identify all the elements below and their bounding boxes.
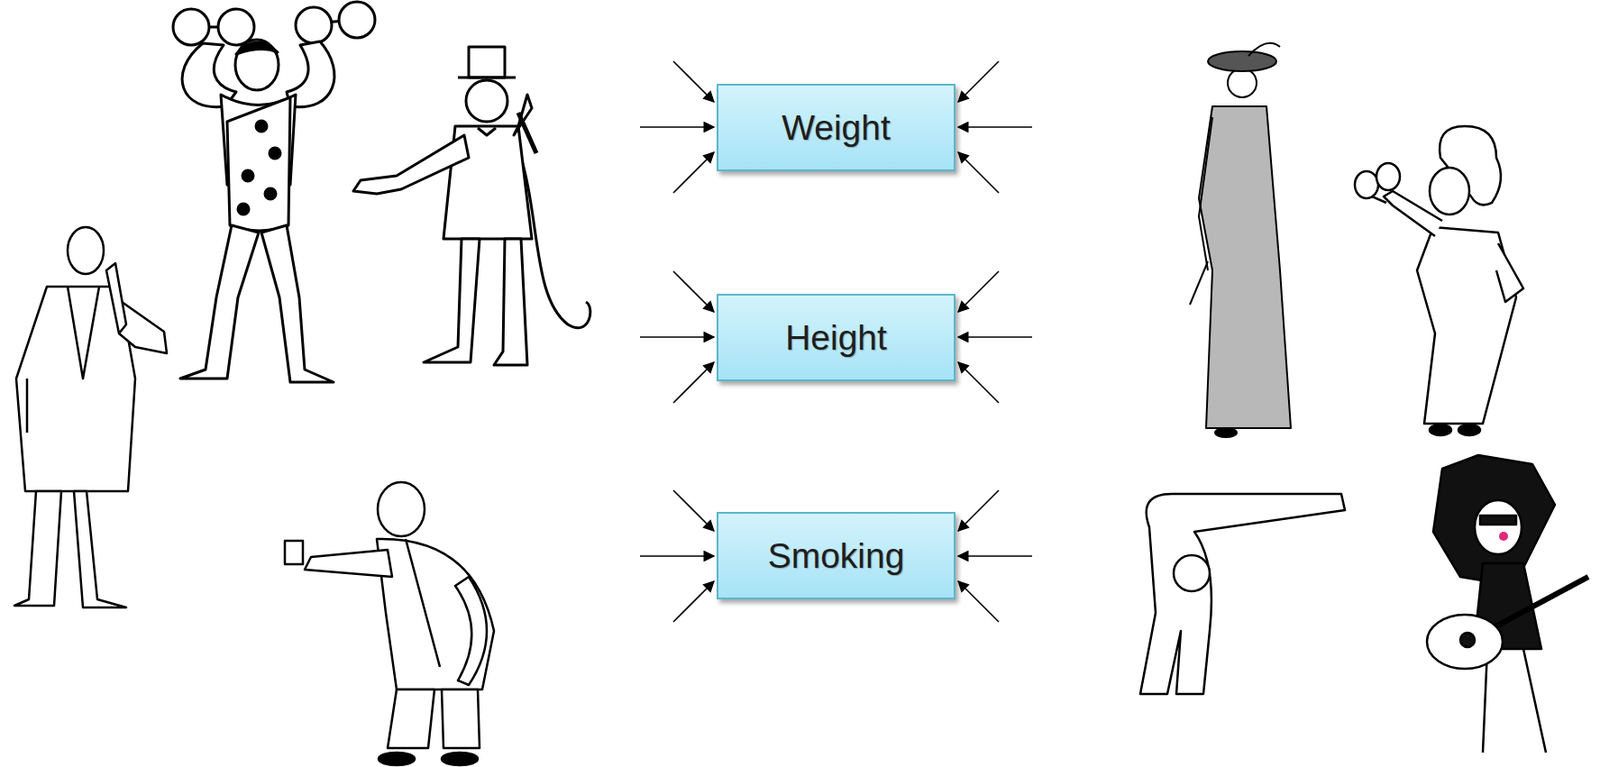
playing-card [284,540,303,565]
ringmaster-head [466,80,508,122]
input-arrow [958,152,999,193]
suspender [405,539,440,668]
input-arrow [673,152,714,193]
girl-lips [1499,531,1509,541]
ringmaster-boot [493,238,528,366]
strongman-figure [173,1,375,383]
woman-arm [1496,243,1524,302]
guitar-hole [1460,632,1475,648]
guitar-neck [1487,576,1589,631]
gentleman-leg [14,491,62,606]
girl-leg [1523,649,1546,753]
input-arrow [958,581,999,622]
lady-suit [1198,106,1291,429]
dumbbell-weight [338,1,375,38]
input-arrow [640,336,714,339]
strongman-leotard [227,97,291,231]
input-arrow [673,581,714,622]
input-arrow [640,555,714,558]
cardman-shoe [441,752,478,766]
lady-arm [1198,117,1213,271]
gentleman-figure [14,227,167,608]
maraca [1376,163,1400,191]
hat-brim [457,76,516,80]
cardman-body [376,539,494,690]
input-arrow [673,61,714,102]
ringmaster-arm [513,94,532,136]
leotard-dot [269,147,281,159]
input-arrow [958,126,1033,128]
acrobat-body [1140,493,1345,695]
input-arrow [958,555,1033,558]
acrobat-head [1173,555,1210,592]
lady-hat [1207,51,1277,72]
maraca [1354,171,1379,199]
cardman-arm [304,549,393,577]
dumbbell-weight [173,9,210,46]
cardman-shoe [378,752,415,766]
input-arrow [958,61,999,102]
strongman-hair [236,42,278,55]
leotard-dot [237,203,249,215]
input-arrow [673,271,714,312]
guitar-body [1426,614,1503,669]
factor-box: Smoking [716,512,956,600]
gentleman-cane [26,378,29,433]
strongman-head [235,39,279,91]
woman-head [1429,167,1470,215]
factor-box: Height [716,293,956,382]
hat-feather [1248,43,1280,56]
maraca-handle [1371,196,1387,203]
gentleman-head [67,227,104,275]
cardman-trouser [387,689,435,749]
input-arrow [673,362,714,403]
cardman-head [377,482,425,537]
leotard-dot [256,120,267,132]
woman-shoe [1458,424,1481,436]
ringmaster-arm [353,135,469,194]
strongman-leg [261,225,334,383]
factor-box: Weight [716,83,956,172]
input-arrow [958,490,999,531]
input-arrow [958,362,999,403]
input-arrows [640,61,1033,622]
box-label: Height [785,318,887,358]
ringmaster-boot [423,238,480,363]
cardman-trouser [441,689,480,749]
cardman-figure [284,482,494,766]
ringmaster-figure [353,46,591,366]
box-label: Smoking [768,536,906,576]
top-hat [468,46,505,78]
input-arrow [958,271,999,312]
suit-lady-figure [1189,43,1291,438]
input-arrow [640,126,714,128]
girl-sunglasses [1480,515,1517,525]
bow-tie [477,128,496,136]
lady-cane [1189,261,1208,305]
dumbbell-weight [295,7,332,44]
lady-shoe [1215,428,1237,438]
lady-head [1227,68,1257,98]
leotard-dot [265,188,276,200]
gentleman-forearm [106,263,127,334]
guitar-girl-figure [1426,455,1589,753]
dumbbell-weight [218,9,255,46]
cardman-arm [455,576,487,686]
box-label: Weight [781,108,891,148]
gentleman-leg [73,491,127,608]
maraca-woman-figure [1354,126,1524,436]
leotard-dot [242,170,254,182]
microphone [518,112,537,154]
input-arrow [673,490,714,531]
strongman-leg [180,225,259,379]
girl-face [1474,500,1522,555]
woman-shoe [1429,424,1452,436]
acrobat-figure [1140,493,1345,695]
gentleman-vest [67,286,100,379]
input-arrow [958,336,1033,339]
